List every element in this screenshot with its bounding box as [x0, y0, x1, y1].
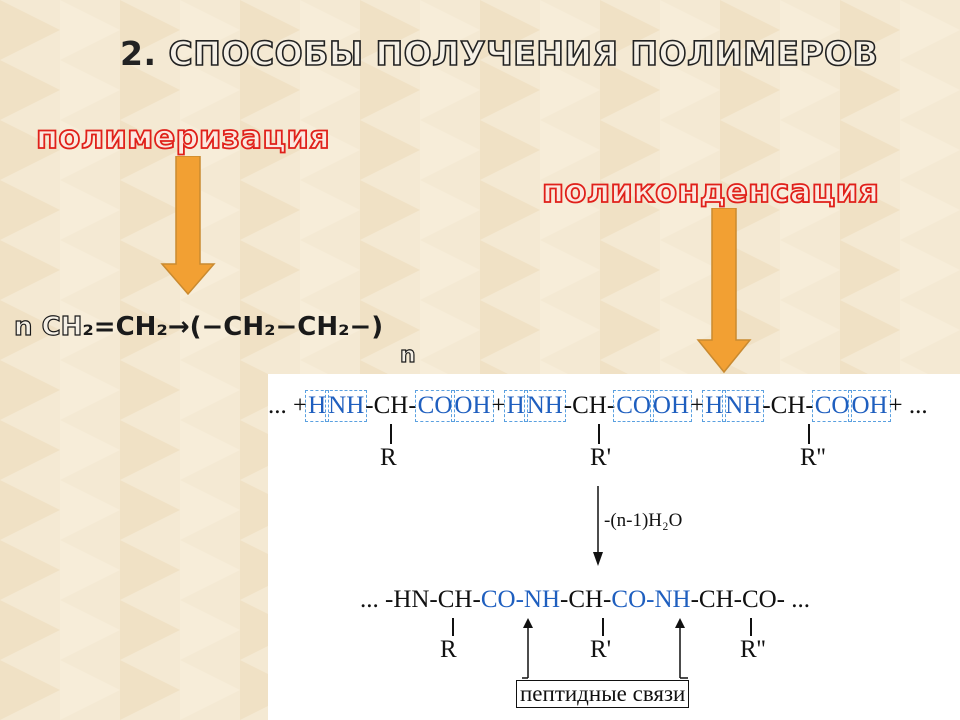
row1-co2: CO	[613, 390, 654, 422]
substituent-bond	[808, 424, 810, 444]
peptide-bond-label: пептидные связи	[516, 680, 690, 708]
equation-n-prefix: n	[13, 311, 33, 342]
row2-co1: CO	[480, 586, 516, 613]
row1-h3: H	[702, 390, 727, 422]
row1-substituent: R''	[800, 444, 826, 471]
title-number: 2.	[120, 34, 157, 73]
equation-subscript-n: n	[399, 342, 416, 368]
row1-mid3: -CH-	[762, 392, 814, 419]
row2-substituent: R'	[590, 636, 612, 663]
reaction-arrow-icon	[593, 486, 603, 566]
polymerization-equation: n CH₂=CH₂→(−CH₂−CH₂−)	[13, 311, 384, 342]
row1-nh3: NH	[722, 390, 765, 422]
scheme-row-reactants: ... + HNH-CH-COOH + HNH-CH-COOH + HNH-CH…	[268, 390, 928, 422]
row2-nh1: NH	[523, 586, 560, 613]
row1-lead: ... +	[268, 392, 308, 419]
row2-tail: -CH-CO- ...	[690, 586, 810, 613]
row2-co2: CO	[611, 586, 647, 613]
polymerization-label: полимеризация	[35, 117, 330, 157]
row2-substituent: R''	[740, 636, 766, 663]
equation-rest: ₂=CH₂→(−CH₂−CH₂−)	[82, 312, 384, 342]
polycondensation-scheme: ... + HNH-CH-COOH + HNH-CH-COOH + HNH-CH…	[268, 374, 960, 720]
reaction-condition: -(n-1)H₂O	[604, 510, 683, 531]
polycondensation-label: поликонденсация	[541, 171, 880, 211]
substituent-bond	[750, 618, 752, 636]
row2-dash1: -	[515, 586, 524, 613]
row1-plus2: +	[690, 392, 705, 419]
row1-tail: + ...	[888, 392, 928, 419]
row1-oh1: OH	[451, 390, 494, 422]
row1-h2: H	[503, 390, 528, 422]
row2-lead: ... -HN-CH-	[360, 586, 481, 613]
row1-substituent: R'	[590, 444, 612, 471]
down-arrow-icon	[696, 208, 752, 374]
row1-co3: CO	[811, 390, 853, 422]
row1-oh2: OH	[649, 390, 693, 422]
peptide-bond-pointer-icon	[522, 618, 688, 679]
substituent-bond	[602, 618, 604, 636]
row1-substituent: R	[380, 444, 397, 471]
row2-substituent: R	[440, 636, 457, 663]
substituent-bond	[598, 424, 600, 444]
row1-oh3: OH	[848, 390, 891, 422]
row1-mid2: -CH-	[563, 392, 616, 419]
row2-nh2: NH	[654, 586, 691, 613]
row1-mid1: -CH-	[365, 392, 417, 419]
row2-mid1: -CH-	[560, 586, 612, 613]
row1-nh1: NH	[325, 390, 368, 422]
row1-plus1: +	[491, 392, 506, 419]
row1-nh2: NH	[523, 390, 566, 422]
substituent-bond	[390, 424, 392, 444]
down-arrow-icon	[160, 156, 216, 296]
substituent-bond	[452, 618, 454, 636]
row1-h1: H	[305, 390, 330, 422]
page-title: 2. СПОСОБЫ ПОЛУЧЕНИЯ ПОЛИМЕРОВ	[120, 33, 879, 74]
scheme-row-product: ... -HN-CH- CO - NH -CH- CO - NH -CH-CO-…	[360, 586, 810, 614]
equation-ch-outlined: CH	[41, 311, 83, 342]
title-text: СПОСОБЫ ПОЛУЧЕНИЯ ПОЛИМЕРОВ	[168, 33, 879, 74]
row2-dash2: -	[646, 586, 655, 613]
row1-co1: CO	[414, 390, 456, 422]
